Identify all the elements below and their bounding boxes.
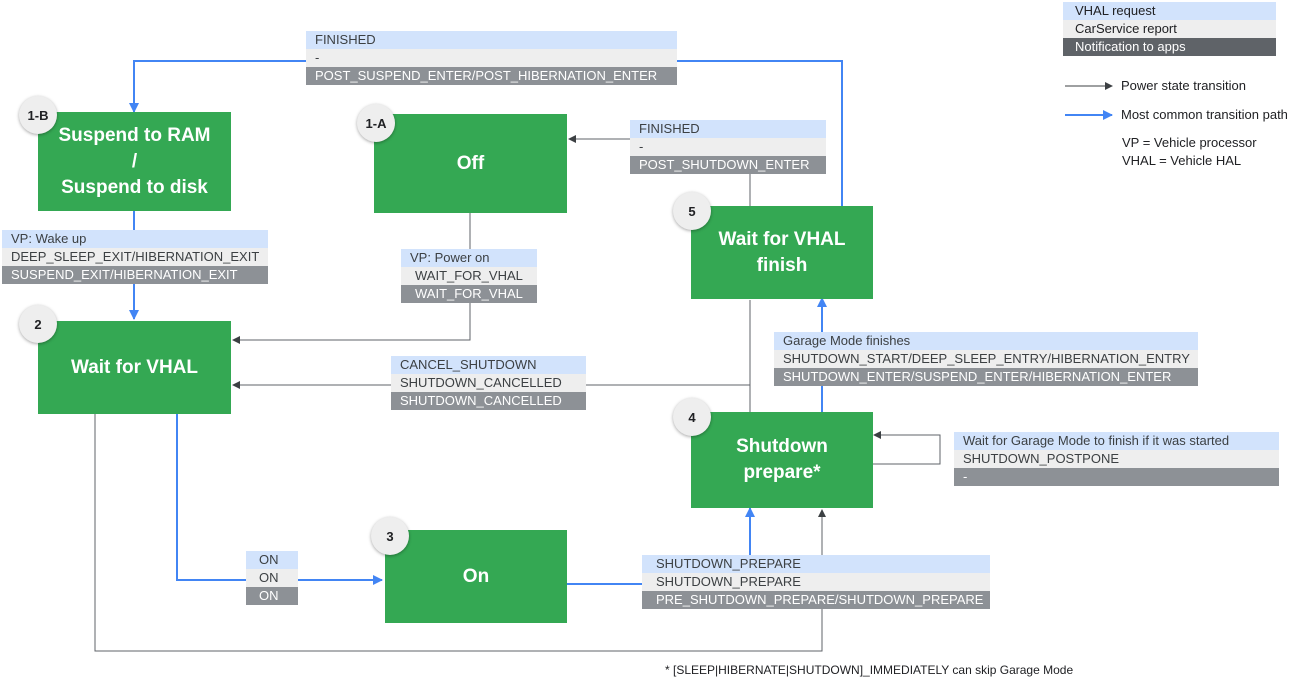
label-shutdown-postpone: Wait for Garage Mode to finish if it was… (954, 432, 1279, 486)
vhal-request-text: VP: Power on (401, 249, 537, 267)
notification-text: PRE_SHUTDOWN_PREPARE/SHUTDOWN_PREPARE (642, 591, 990, 609)
vhal-request-text: FINISHED (630, 120, 826, 138)
label-finished-off: FINISHED - POST_SHUTDOWN_ENTER (630, 120, 826, 174)
legend-notification: Notification to apps (1063, 38, 1276, 56)
badge-1a: 1-A (357, 104, 395, 142)
legend-power-transition: Power state transition (1121, 78, 1247, 93)
notification-text: POST_SHUTDOWN_ENTER (630, 156, 826, 174)
label-power-on: VP: Power on WAIT_FOR_VHAL WAIT_FOR_VHAL (401, 249, 537, 303)
state-wait-vhal: Wait for VHAL (38, 321, 231, 414)
notification-text: ON (246, 587, 298, 605)
state-wait-vhal-finish: Wait for VHAL finish (691, 206, 873, 299)
carservice-report-text: WAIT_FOR_VHAL (401, 267, 537, 285)
notification-text: SUSPEND_EXIT/HIBERNATION_EXIT (2, 266, 268, 284)
vhal-request-text: FINISHED (306, 31, 677, 49)
carservice-report-text: SHUTDOWN_POSTPONE (954, 450, 1279, 468)
notification-text: SHUTDOWN_CANCELLED (391, 392, 586, 410)
label-on-transition: ON ON ON (246, 551, 298, 605)
label-shutdown-prepare: SHUTDOWN_PREPARE SHUTDOWN_PREPARE PRE_SH… (642, 555, 990, 609)
notification-text: SHUTDOWN_ENTER/SUSPEND_ENTER/HIBERNATION… (774, 368, 1198, 386)
state-off: Off (374, 114, 567, 213)
state-shutdown-prepare: Shutdown prepare* (691, 412, 873, 508)
vhal-request-text: CANCEL_SHUTDOWN (391, 356, 586, 374)
label-finished-suspend: FINISHED - POST_SUSPEND_ENTER/POST_HIBER… (306, 31, 677, 85)
legend-box: VHAL request CarService report Notificat… (1063, 2, 1276, 56)
carservice-report-text: SHUTDOWN_PREPARE (642, 573, 990, 591)
legend-common-path: Most common transition path (1121, 107, 1288, 122)
label-garage-finishes: Garage Mode finishes SHUTDOWN_START/DEEP… (774, 332, 1198, 386)
label-cancel-shutdown: CANCEL_SHUTDOWN SHUTDOWN_CANCELLED SHUTD… (391, 356, 586, 410)
arrow-shutdown-postpone-loop (873, 431, 941, 465)
vhal-request-text: SHUTDOWN_PREPARE (642, 555, 990, 573)
state-suspend: Suspend to RAM / Suspend to disk (38, 112, 231, 211)
notification-text: POST_SUSPEND_ENTER/POST_HIBERNATION_ENTE… (306, 67, 677, 85)
carservice-report-text: SHUTDOWN_CANCELLED (391, 374, 586, 392)
legend-vhal-request: VHAL request (1063, 2, 1276, 20)
vhal-request-text: ON (246, 551, 298, 569)
badge-3: 3 (371, 517, 409, 555)
badge-1b: 1-B (19, 96, 57, 134)
vhal-request-text: Wait for Garage Mode to finish if it was… (954, 432, 1279, 450)
footnote: * [SLEEP|HIBERNATE|SHUTDOWN]_IMMEDIATELY… (665, 663, 1074, 677)
notification-text: - (954, 468, 1279, 486)
legend-vhal-definition: VHAL = Vehicle HAL (1122, 153, 1242, 168)
legend-vp-definition: VP = Vehicle processor (1122, 135, 1257, 150)
label-wake-up: VP: Wake up DEEP_SLEEP_EXIT/HIBERNATION_… (2, 230, 268, 284)
arrow-wait-vhal-to-on (176, 414, 383, 585)
state-on: On (385, 530, 567, 623)
carservice-report-text: DEEP_SLEEP_EXIT/HIBERNATION_EXIT (2, 248, 268, 266)
badge-4: 4 (673, 398, 711, 436)
vhal-request-text: Garage Mode finishes (774, 332, 1198, 350)
badge-2: 2 (19, 305, 57, 343)
carservice-report-text: ON (246, 569, 298, 587)
carservice-report-text: SHUTDOWN_START/DEEP_SLEEP_ENTRY/HIBERNAT… (774, 350, 1198, 368)
legend-carservice-report: CarService report (1063, 20, 1276, 38)
notification-text: WAIT_FOR_VHAL (401, 285, 537, 303)
carservice-report-text: - (306, 49, 677, 67)
carservice-report-text: - (630, 138, 826, 156)
badge-5: 5 (673, 192, 711, 230)
vhal-request-text: VP: Wake up (2, 230, 268, 248)
